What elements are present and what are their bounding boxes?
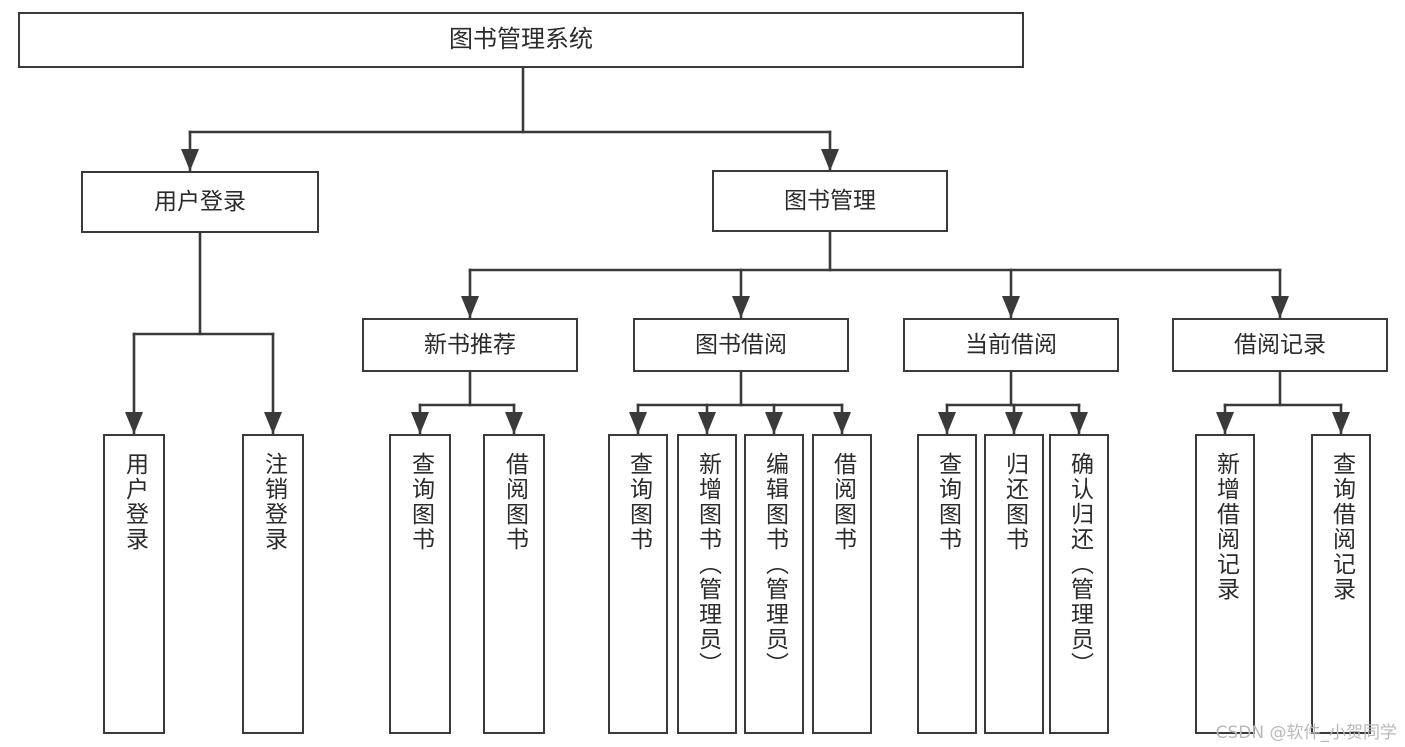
edge-currentborrow-bus-arrowhead-1 bbox=[1005, 412, 1023, 434]
node-label-leaf-add-book-admin: 新增图书（管理员） bbox=[694, 452, 721, 677]
edge-borrowrecord-bus-arrowhead-1 bbox=[1332, 412, 1350, 434]
node-label-root: 图书管理系统 bbox=[449, 25, 593, 54]
node-label-current-borrow: 当前借阅 bbox=[965, 331, 1057, 358]
node-label-book-manage: 图书管理 bbox=[784, 187, 876, 214]
edge-newbook-bus-arrowhead-1 bbox=[505, 412, 523, 434]
node-label-book-borrow: 图书借阅 bbox=[695, 331, 787, 358]
node-label-leaf-query-book-current: 查询图书 bbox=[934, 452, 961, 552]
node-label-leaf-edit-book-admin: 编辑图书（管理员） bbox=[761, 452, 788, 677]
edge-bookborrow-bus-arrowhead-0 bbox=[629, 412, 647, 434]
node-leaf-borrow-book[interactable]: 借阅图书 bbox=[812, 434, 872, 734]
node-label-new-book-recommend: 新书推荐 bbox=[424, 331, 516, 358]
node-user-login[interactable]: 用户登录 bbox=[81, 171, 319, 233]
node-current-borrow[interactable]: 当前借阅 bbox=[903, 318, 1119, 372]
node-label-leaf-borrow-book-rec: 借阅图书 bbox=[501, 452, 528, 552]
node-label-leaf-user-login: 用户登录 bbox=[121, 452, 148, 552]
edge-bookmanage-bus-arrowhead-1 bbox=[732, 296, 750, 318]
edge-bookmanage-bus-arrowhead-3 bbox=[1271, 296, 1289, 318]
node-label-leaf-query-borrow-record: 查询借阅记录 bbox=[1328, 452, 1355, 602]
node-label-leaf-borrow-book: 借阅图书 bbox=[829, 452, 856, 552]
node-leaf-query-book-borrow[interactable]: 查询图书 bbox=[608, 434, 668, 734]
edge-newbook-bus-arrowhead-0 bbox=[411, 412, 429, 434]
edge-userlogin-bus-arrowhead-1 bbox=[264, 412, 282, 434]
edge-bookborrow-bus-arrowhead-3 bbox=[833, 412, 851, 434]
edge-currentborrow-bus-arrowhead-0 bbox=[938, 412, 956, 434]
node-leaf-edit-book-admin[interactable]: 编辑图书（管理员） bbox=[744, 434, 804, 734]
edge-root-bus-arrowhead-0 bbox=[181, 149, 199, 171]
node-leaf-user-logout[interactable]: 注销登录 bbox=[242, 434, 304, 734]
edge-bookmanage-bus-arrowhead-0 bbox=[461, 296, 479, 318]
node-leaf-query-book-rec[interactable]: 查询图书 bbox=[389, 434, 451, 734]
node-leaf-query-book-current[interactable]: 查询图书 bbox=[917, 434, 977, 734]
edge-currentborrow-bus-arrowhead-2 bbox=[1070, 412, 1088, 434]
edge-bookborrow-bus-arrowhead-2 bbox=[765, 412, 783, 434]
node-leaf-add-book-admin[interactable]: 新增图书（管理员） bbox=[677, 434, 737, 734]
edge-bookborrow-bus-arrowhead-1 bbox=[698, 412, 716, 434]
node-root[interactable]: 图书管理系统 bbox=[18, 12, 1024, 68]
node-book-manage[interactable]: 图书管理 bbox=[712, 170, 948, 232]
node-borrow-record[interactable]: 借阅记录 bbox=[1172, 318, 1388, 372]
node-leaf-return-book[interactable]: 归还图书 bbox=[984, 434, 1044, 734]
edge-root-bus-arrowhead-1 bbox=[821, 149, 839, 171]
node-book-borrow[interactable]: 图书借阅 bbox=[633, 318, 849, 372]
edge-borrowrecord-bus-arrowhead-0 bbox=[1216, 412, 1234, 434]
node-label-leaf-query-book-borrow: 查询图书 bbox=[625, 452, 652, 552]
node-leaf-confirm-return-admin[interactable]: 确认归还（管理员） bbox=[1049, 434, 1109, 734]
node-leaf-borrow-book-rec[interactable]: 借阅图书 bbox=[483, 434, 545, 734]
watermark: CSDN @软件_小贺同学 bbox=[1215, 723, 1397, 743]
node-label-leaf-add-borrow-record: 新增借阅记录 bbox=[1212, 452, 1239, 602]
edge-userlogin-bus-arrowhead-0 bbox=[125, 412, 143, 434]
node-label-borrow-record: 借阅记录 bbox=[1234, 331, 1326, 358]
node-new-book-recommend[interactable]: 新书推荐 bbox=[362, 318, 578, 372]
node-leaf-query-borrow-record[interactable]: 查询借阅记录 bbox=[1311, 434, 1371, 734]
edge-bookmanage-bus-arrowhead-2 bbox=[1002, 296, 1020, 318]
node-label-user-login: 用户登录 bbox=[154, 188, 246, 215]
node-label-leaf-return-book: 归还图书 bbox=[1001, 452, 1028, 552]
node-label-leaf-user-logout: 注销登录 bbox=[260, 452, 287, 552]
node-label-leaf-query-book-rec: 查询图书 bbox=[407, 452, 434, 552]
node-leaf-user-login[interactable]: 用户登录 bbox=[103, 434, 165, 734]
node-label-leaf-confirm-return-admin: 确认归还（管理员） bbox=[1066, 452, 1093, 677]
node-leaf-add-borrow-record[interactable]: 新增借阅记录 bbox=[1195, 434, 1255, 734]
